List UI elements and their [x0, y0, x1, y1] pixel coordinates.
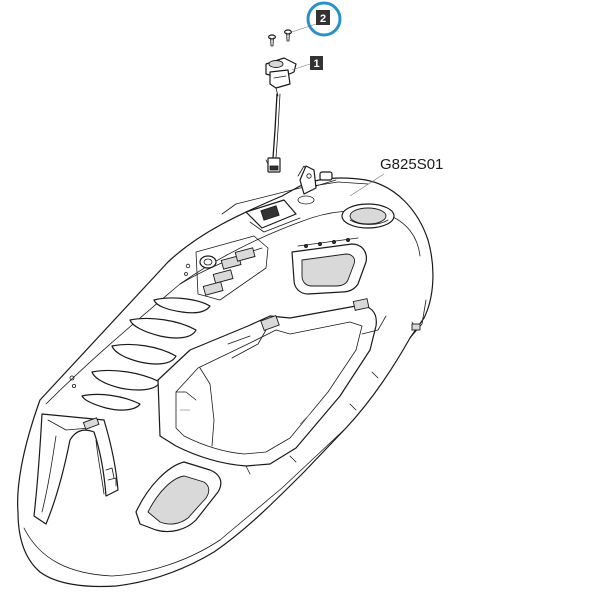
callout-1[interactable]: 1 [291, 56, 323, 71]
callout-1-box [310, 56, 323, 70]
vent-slots [69, 263, 211, 411]
screw-right [284, 29, 293, 42]
reference-code-label: G825S01 [380, 156, 443, 173]
callout-2-box [316, 10, 330, 25]
reference-code: G825S01 [349, 156, 443, 197]
callout-2-label: 2 [320, 13, 326, 25]
front-nose-opening [33, 413, 119, 525]
display-window [291, 237, 367, 295]
central-cutout [157, 298, 387, 467]
connector-mount-area [245, 165, 337, 233]
right-edge-details [245, 321, 421, 475]
footwell-recess [135, 461, 222, 533]
control-recesses [195, 235, 269, 301]
screw-left [268, 34, 277, 47]
callout-1-label: 1 [313, 58, 319, 70]
part-1-connector-cable [265, 57, 297, 173]
callout-2[interactable]: 2 [291, 1, 342, 37]
part-2-screws [268, 29, 293, 47]
highlight-ring [306, 1, 342, 37]
round-opening [341, 203, 395, 229]
